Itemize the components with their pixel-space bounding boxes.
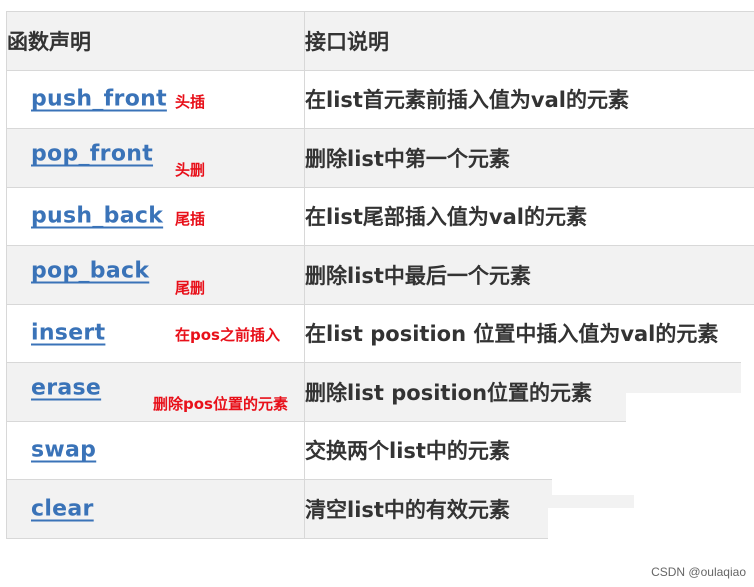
table-row: pop_back 尾删 删除list中最后一个元素 — [6, 245, 754, 305]
push-back-link[interactable]: push_back — [31, 203, 164, 229]
function-cell: push_front 头插 — [6, 69, 305, 129]
description-cell: 在list position 位置中插入值为val的元素 — [304, 303, 754, 363]
table-row: insert 在pos之前插入 在list position 位置中插入值为va… — [6, 303, 754, 363]
insert-link[interactable]: insert — [31, 320, 106, 346]
swap-link[interactable]: swap — [31, 437, 97, 463]
header-interface-description: 接口说明 — [304, 11, 754, 71]
erase-patch — [548, 508, 638, 554]
function-cell: swap — [6, 420, 305, 480]
function-cell: erase 删除pos位置的元素 — [6, 362, 305, 422]
table-row: push_front 头插 在list首元素前插入值为val的元素 — [6, 69, 754, 129]
handwritten-note: 头删 — [175, 161, 206, 179]
header-function-declaration: 函数声明 — [6, 11, 305, 71]
function-cell: insert 在pos之前插入 — [6, 303, 305, 363]
clear-link[interactable]: clear — [31, 496, 94, 522]
erase-patch — [500, 554, 754, 587]
table-row: push_back 尾插 在list尾部插入值为val的元素 — [6, 186, 754, 246]
handwritten-note: 在pos之前插入 — [175, 325, 280, 344]
erase-link[interactable]: erase — [31, 375, 102, 401]
push-front-link[interactable]: push_front — [31, 86, 167, 112]
function-cell: pop_front 头删 — [6, 128, 305, 188]
pop-front-link[interactable]: pop_front — [31, 141, 154, 167]
erase-patch — [741, 315, 754, 393]
erase-patch — [552, 437, 754, 495]
description-cell: 在list尾部插入值为val的元素 — [304, 186, 754, 246]
handwritten-note: 尾删 — [175, 279, 206, 297]
table-row: erase 删除pos位置的元素 删除list position位置的元素 — [6, 362, 754, 422]
table-header-row: 函数声明 接口说明 — [6, 11, 754, 71]
pop-back-link[interactable]: pop_back — [31, 258, 150, 284]
erase-patch — [634, 494, 754, 554]
handwritten-note: 尾插 — [175, 209, 206, 228]
description-cell: 删除list position位置的元素 — [304, 362, 754, 422]
function-cell: pop_back 尾删 — [6, 245, 305, 305]
list-modifiers-table: 函数声明 接口说明 push_front 头插 在list首元素前插入值为val… — [6, 11, 754, 539]
table-row: pop_front 头删 删除list中第一个元素 — [6, 128, 754, 188]
erase-patch — [626, 393, 754, 437]
description-cell: 在list首元素前插入值为val的元素 — [304, 69, 754, 129]
function-cell: clear — [6, 479, 305, 539]
description-cell: 删除list中最后一个元素 — [304, 245, 754, 305]
handwritten-note: 头插 — [175, 92, 206, 111]
description-cell: 删除list中第一个元素 — [304, 128, 754, 188]
function-cell: push_back 尾插 — [6, 186, 305, 246]
csdn-watermark: CSDN @oulaqiao — [651, 565, 746, 579]
handwritten-note: 删除pos位置的元素 — [153, 395, 288, 413]
